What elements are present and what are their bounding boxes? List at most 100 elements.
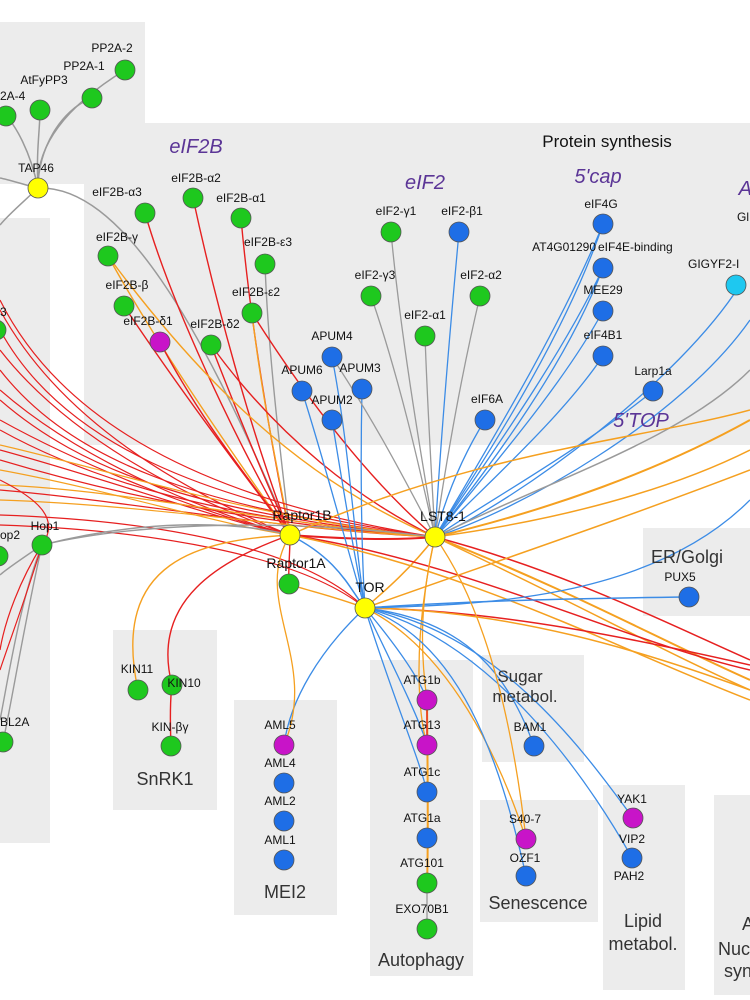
- edge: [210, 344, 436, 538]
- node-eif2be2[interactable]: [241, 302, 263, 324]
- group-label-eif2b: eIF2B: [169, 136, 222, 158]
- node-lst81[interactable]: [424, 526, 446, 548]
- node-apum6[interactable]: [291, 380, 313, 402]
- node-raptor1b[interactable]: [279, 524, 301, 546]
- label-eif2bg: eIF2B-γ: [96, 230, 138, 244]
- node-pux5[interactable]: [678, 586, 700, 608]
- node-pp2a1[interactable]: [81, 87, 103, 109]
- edge: [434, 369, 750, 538]
- edge: [434, 419, 486, 538]
- group-label-sugar-metabol: metabol.: [492, 687, 557, 706]
- node-aml5[interactable]: [273, 734, 295, 756]
- node-eif6a[interactable]: [474, 409, 496, 431]
- label-aml5: AML5: [264, 718, 296, 732]
- edge: [167, 534, 291, 686]
- node-kin11[interactable]: [127, 679, 149, 701]
- label-bl2a: BL2A: [0, 715, 29, 729]
- edge: [0, 524, 366, 609]
- edge: [159, 341, 291, 536]
- node-tap46[interactable]: [27, 177, 49, 199]
- edge: [364, 596, 690, 609]
- node-mee29[interactable]: [592, 300, 614, 322]
- node-eif2g1[interactable]: [380, 221, 402, 243]
- label-aml4: AML4: [264, 756, 296, 770]
- node-exo70b1[interactable]: [416, 918, 438, 940]
- node-raptor1a[interactable]: [278, 573, 300, 595]
- label-n3: 3: [0, 305, 7, 319]
- label-eif2g1: eIF2-γ1: [376, 204, 417, 218]
- group-box-lipid: [603, 785, 685, 990]
- label-eif2bb: eIF2B-β: [106, 278, 149, 292]
- node-eif4g[interactable]: [592, 213, 614, 235]
- node-eif2ba3[interactable]: [134, 202, 156, 224]
- node-tor[interactable]: [354, 597, 376, 619]
- label-ozf1: OZF1: [510, 851, 541, 865]
- node-n3[interactable]: [0, 320, 7, 340]
- node-apum3[interactable]: [351, 378, 373, 400]
- edge: [0, 399, 436, 538]
- edge: [0, 349, 291, 536]
- edge: [424, 335, 436, 538]
- edge: [434, 267, 604, 538]
- node-eif2ba2[interactable]: [182, 187, 204, 209]
- node-eif4b1[interactable]: [592, 345, 614, 367]
- label-atg101: ATG101: [400, 856, 444, 870]
- edge: [0, 389, 291, 536]
- node-hop2[interactable]: [0, 545, 9, 567]
- edge: [0, 449, 291, 536]
- node-eif2be3[interactable]: [254, 253, 276, 275]
- label-gl: Gl: [737, 210, 749, 224]
- group-label-syn: syn: [724, 961, 750, 981]
- node-atfypp3[interactable]: [29, 99, 51, 121]
- node-eif2ba1[interactable]: [230, 207, 252, 229]
- node-apum4[interactable]: [321, 346, 343, 368]
- node-atg101[interactable]: [416, 872, 438, 894]
- label-eif2be3: eIF2B-ε3: [244, 235, 292, 249]
- node-gigyf2[interactable]: [725, 274, 747, 296]
- edge: [434, 419, 750, 538]
- edge: [331, 356, 436, 538]
- label-eif2a2: eIF2-α2: [460, 268, 502, 282]
- node-apum2[interactable]: [321, 409, 343, 431]
- edge: [364, 607, 535, 747]
- node-aml2[interactable]: [273, 810, 295, 832]
- node-s407[interactable]: [515, 828, 537, 850]
- node-bl2a[interactable]: [0, 731, 14, 753]
- node-aml4[interactable]: [273, 772, 295, 794]
- label-pp2a2: PP2A-2: [91, 41, 133, 55]
- node-yak1[interactable]: [622, 807, 644, 829]
- node-atg13[interactable]: [416, 734, 438, 756]
- node-kinby[interactable]: [160, 735, 182, 757]
- node-larp1a[interactable]: [642, 380, 664, 402]
- node-atg1a[interactable]: [416, 827, 438, 849]
- edge: [434, 231, 460, 538]
- edge: [37, 97, 93, 189]
- edge: [364, 607, 634, 819]
- node-kin10[interactable]: [161, 674, 183, 696]
- edge: [434, 319, 750, 538]
- group-label-autophagy: Autophagy: [378, 950, 464, 970]
- node-eif2bd1[interactable]: [149, 331, 171, 353]
- edge: [364, 607, 428, 793]
- node-vip2[interactable]: [621, 847, 643, 869]
- node-eif2bb[interactable]: [113, 295, 135, 317]
- edge: [2, 544, 43, 743]
- node-eif2g3[interactable]: [360, 285, 382, 307]
- node-bam1[interactable]: [523, 735, 545, 757]
- label-raptor1a: Raptor1A: [266, 555, 326, 571]
- node-eif4e[interactable]: [592, 257, 614, 279]
- node-eif2a1[interactable]: [414, 325, 436, 347]
- node-eif2a2[interactable]: [469, 285, 491, 307]
- node-eif2bd2[interactable]: [200, 334, 222, 356]
- node-pp2a2[interactable]: [114, 59, 136, 81]
- node-atg1c[interactable]: [416, 781, 438, 803]
- node-eif2b1[interactable]: [448, 221, 470, 243]
- group-label-nuc: Nuc: [718, 939, 750, 959]
- node-eif2bg[interactable]: [97, 245, 119, 267]
- node-pp2a4[interactable]: [0, 105, 17, 127]
- label-aml1: AML1: [264, 833, 296, 847]
- node-atg1b[interactable]: [416, 689, 438, 711]
- node-aml1[interactable]: [273, 849, 295, 871]
- node-hop1[interactable]: [31, 534, 53, 556]
- node-ozf1[interactable]: [515, 865, 537, 887]
